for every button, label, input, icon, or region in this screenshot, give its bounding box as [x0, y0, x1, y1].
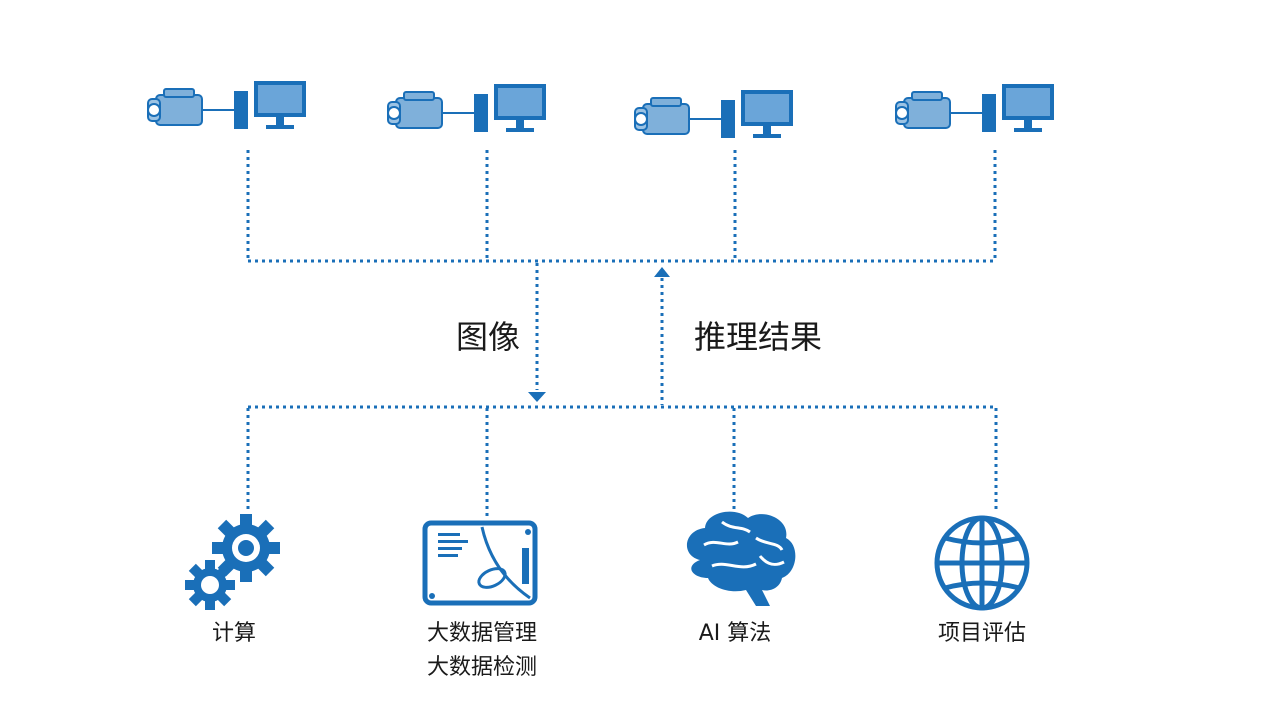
- camera-station-3: [634, 89, 794, 139]
- storage-drive-icon: [422, 520, 538, 606]
- module-label-ai: AI 算法: [699, 621, 772, 646]
- image-flow-arrow: [528, 263, 546, 402]
- module-label-bigdata-detect: 大数据检测: [427, 655, 537, 680]
- brain-icon: [686, 511, 796, 606]
- bottom-network-lines: [246, 405, 998, 518]
- result-flow-arrow: [654, 267, 670, 405]
- module-label-bigdata-manage: 大数据管理: [427, 621, 537, 646]
- image-label: 图像: [456, 318, 520, 356]
- camera-station-4: [895, 83, 1055, 133]
- globe-icon: [934, 515, 1030, 611]
- camera-station-1: [147, 80, 307, 130]
- top-network-lines: [246, 150, 997, 263]
- result-label: 推理结果: [694, 318, 822, 356]
- gears-icon: [185, 514, 280, 610]
- camera-station-2: [387, 83, 547, 133]
- module-label-evaluation: 项目评估: [938, 621, 1026, 646]
- module-label-compute: 计算: [212, 621, 256, 646]
